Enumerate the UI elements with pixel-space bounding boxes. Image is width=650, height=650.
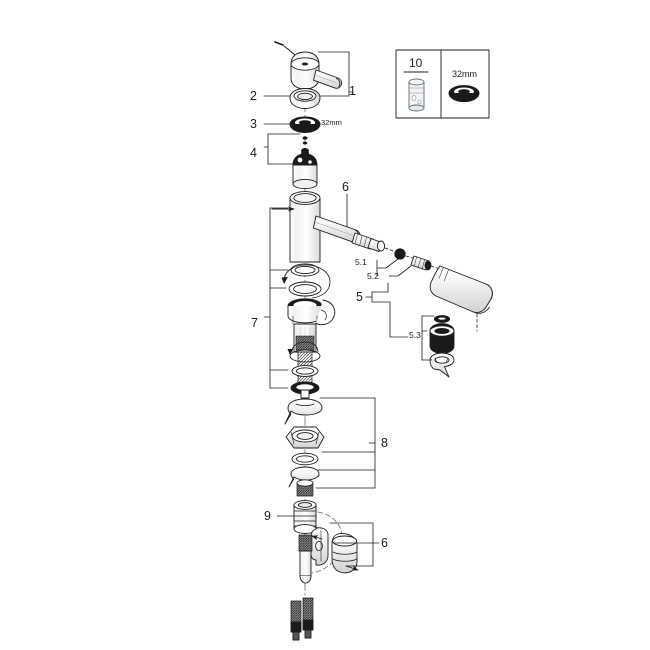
- callout-label-4: 4: [250, 146, 257, 160]
- callout-bracket-6-lower: [329, 522, 380, 567]
- callout-label-6-lower: 6: [381, 536, 388, 550]
- inset-cartridge-icon: [408, 78, 425, 112]
- callout-label-8: 8: [381, 436, 388, 450]
- callout-label-5-3: 5.3: [409, 330, 421, 340]
- callout-bracket-53: [421, 315, 435, 361]
- callout-label-7: 7: [251, 316, 258, 330]
- part-hose-connectors: [290, 597, 314, 641]
- part-mounting-hardware: [284, 398, 325, 497]
- callout-label-9: 9: [264, 509, 271, 523]
- part-lever-handle: [274, 41, 343, 90]
- part-lower-shank: [298, 534, 313, 584]
- part-seal-stack: [281, 263, 336, 399]
- part-spout-body: [271, 191, 361, 263]
- callout-bracket-8: [315, 397, 376, 489]
- part-handle-cap: [289, 88, 321, 109]
- callout-label-5-1: 5.1: [355, 257, 367, 267]
- part-cartridge: [292, 136, 318, 190]
- part-tool-lower: [310, 511, 359, 574]
- inset-label-10: 10: [409, 56, 423, 70]
- part-hose-weight: [429, 315, 455, 378]
- part-hose-assembly: [351, 232, 493, 332]
- callout-label-2: 2: [250, 89, 257, 103]
- inset-ring-tool-icon: [448, 85, 480, 103]
- callout-label-5-2: 5.2: [367, 271, 379, 281]
- callout-label-6-upper: 6: [342, 180, 349, 194]
- inset-box: [395, 49, 490, 119]
- callout-bracket-5: [365, 258, 412, 338]
- callout-label-5: 5: [356, 290, 363, 304]
- callout-label-3: 3: [250, 117, 257, 131]
- part-fixing-nut: [293, 500, 317, 534]
- callout-bracket-1: [317, 51, 354, 97]
- part-retaining-nut: [289, 116, 321, 133]
- callout-label-1: 1: [349, 84, 356, 98]
- dimension-note-32mm: 32mm: [321, 118, 342, 127]
- callout-bracket-7: [263, 207, 289, 389]
- inset-label-32mm: 32mm: [452, 69, 478, 79]
